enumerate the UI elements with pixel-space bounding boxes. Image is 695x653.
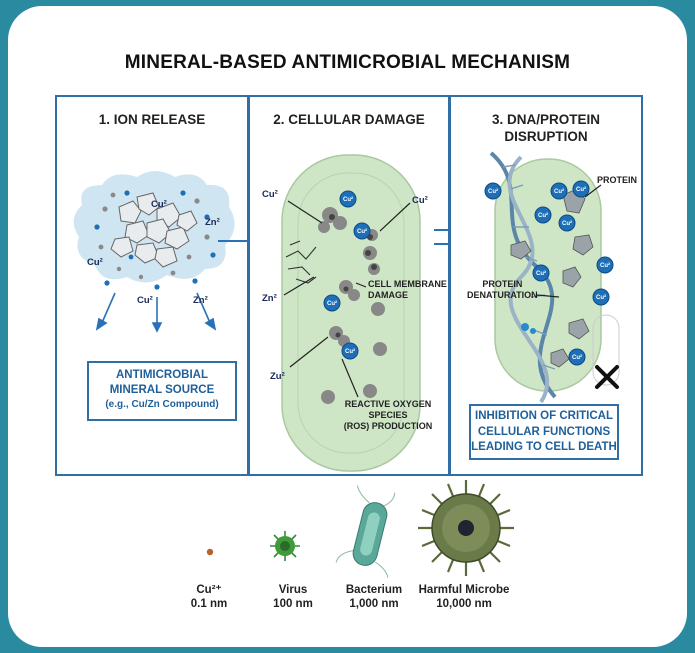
mineral-source-box: ANTIMICROBIAL MINERAL SOURCE (e.g., Cu/Z… [87, 361, 237, 421]
cu-badge: Cu² [600, 262, 610, 269]
cu-badge: Cu² [343, 196, 353, 203]
cell-death-box: INHIBITION OF CRITICAL CELLULAR FUNCTION… [469, 404, 619, 460]
infographic-card: MINERAL-BASED ANTIMICROBIAL MECHANISM 1.… [8, 6, 687, 647]
cu-badge-text-layer: Cu² Cu² Cu² Cu² [327, 196, 367, 355]
ion-label-zn-left: Zn² [262, 293, 277, 304]
panel-ion-release: 1. ION RELEASE [55, 95, 249, 476]
protein-label: PROTEIN [597, 175, 638, 185]
ros-production-label: REACTIVE OXYGEN SPECIES (ROS) PRODUCTION [328, 399, 448, 432]
panel-heading-ion-release: 1. ION RELEASE [98, 112, 206, 127]
size-scale-illustrations [206, 480, 514, 578]
bacterial-cell-illustration [281, 154, 421, 472]
ion-label-cu-top: Cu² [151, 199, 167, 210]
membrane-damage-line2: DAMAGE [368, 290, 408, 300]
page-title: MINERAL-BASED ANTIMICROBIAL MECHANISM [124, 52, 571, 73]
cu-badge: Cu² [572, 354, 582, 361]
dna-protein-illustration [484, 151, 620, 404]
ros-production-line2: (ROS) PRODUCTION [343, 421, 433, 431]
ion-label-zn-bottom: Zn² [193, 295, 208, 306]
scale-item-size: 1,000 nm [349, 598, 399, 610]
cu-badge: Cu² [345, 348, 355, 355]
mineral-source-line2: MINERAL SOURCE [109, 384, 215, 396]
ion-label-cu-bottom: Cu² [137, 295, 153, 306]
membrane-damage-line1: CELL MEMBRANE [368, 279, 447, 289]
ion-label-cu-left: Cu² [262, 189, 278, 200]
cu-badge: Cu² [357, 228, 367, 235]
panel-heading-dna-protein: 3. DNA/PROTEIN DISRUPTION [451, 111, 641, 145]
protein-denaturation-line1: PROTEIN [482, 279, 523, 289]
cu-ion-icon [206, 548, 214, 556]
scale-item-name: Bacterium [345, 584, 403, 596]
cu-badge: Cu² [536, 270, 546, 277]
virus-icon [270, 531, 300, 561]
cell-death-line2: CELLULAR FUNCTIONS [477, 425, 611, 438]
cu-badge: Cu² [538, 212, 548, 219]
mineral-cluster-illustration [73, 171, 235, 333]
ion-label-zn-right: Zn² [205, 217, 220, 228]
cu-badge-text-layer: Cu² Cu² Cu² Cu² Cu² Cu² Cu² Cu² Cu² [488, 186, 610, 361]
ros-production-line1: REACTIVE OXYGEN SPECIES [344, 399, 432, 420]
ion-label-cu-left: Cu² [87, 257, 103, 268]
cell-death-line1: INHIBITION OF CRITICAL [475, 410, 613, 422]
panel-dna-protein-disruption: 3. DNA/PROTEIN DISRUPTION [449, 95, 643, 476]
protein-denaturation-label: PROTEIN DENATURATION [467, 279, 538, 301]
scale-item-size: 10,000 nm [436, 598, 492, 610]
panel-cellular-damage: 2. CELLULAR DAMAGE [248, 95, 450, 476]
cu-badge: Cu² [554, 188, 564, 195]
cu-badge: Cu² [562, 220, 572, 227]
membrane-damage-label: CELL MEMBRANE DAMAGE [368, 279, 447, 301]
scale-item-name: Cu²⁺ [196, 584, 222, 596]
scale-item: Harmful Microbe 10,000 nm [404, 583, 524, 611]
cu-badge: Cu² [327, 300, 337, 307]
scale-item-name: Virus [278, 584, 308, 596]
ion-label-cu-right: Cu² [412, 195, 428, 206]
panel-heading-line2: DISRUPTION [504, 129, 588, 144]
ion-label-zu-bottom: Zu² [270, 371, 285, 382]
panel-heading-line1: 3. DNA/PROTEIN [491, 112, 600, 127]
scale-item: Cu²⁺ 0.1 nm [149, 583, 269, 611]
harmful-microbe-icon [418, 480, 514, 576]
cu-badge: Cu² [596, 294, 606, 301]
panel-heading-cellular-damage: 2. CELLULAR DAMAGE [273, 112, 425, 127]
scale-item-size: 0.1 nm [190, 598, 228, 610]
scale-item: Bacterium 1,000 nm [314, 583, 434, 611]
cell-death-line3: LEADING TO CELL DEATH [471, 441, 617, 453]
cu-badge: Cu² [576, 186, 586, 193]
mineral-source-line3: (e.g., Cu/Zn Compound) [105, 399, 219, 410]
scale-item-size: 100 nm [273, 598, 313, 610]
scale-item-name: Harmful Microbe [418, 584, 510, 596]
protein-denaturation-line2: DENATURATION [467, 290, 538, 300]
bacterium-icon [335, 485, 396, 578]
scale-item: Virus 100 nm [233, 583, 353, 611]
mineral-source-line1: ANTIMICROBIAL [116, 369, 208, 381]
cu-badge: Cu² [488, 188, 498, 195]
